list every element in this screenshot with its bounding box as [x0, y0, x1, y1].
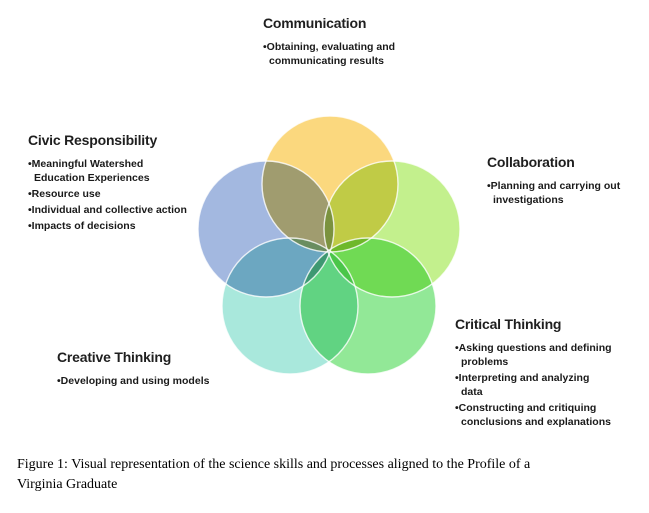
bullet-list-collaboration: •Planning and carrying out investigation…	[487, 179, 649, 207]
bullet-item: •Impacts of decisions	[28, 220, 136, 232]
node-title-creative-thinking: Creative Thinking	[57, 349, 172, 365]
label-critical-thinking: Critical Thinking •Asking questions and …	[455, 315, 643, 431]
node-title-collaboration: Collaboration	[487, 154, 575, 170]
bullet-item: •Developing and using models	[57, 375, 210, 387]
label-civic-responsibility: Civic Responsibility •Meaningful Watersh…	[28, 131, 223, 235]
bullet-list-communication: •Obtaining, evaluating and communicating…	[263, 40, 448, 68]
bullet-list-civic-responsibility: •Meaningful Watershed Education Experien…	[28, 157, 223, 233]
label-creative-thinking: Creative Thinking •Developing and using …	[57, 348, 262, 390]
bullet-item: •Obtaining, evaluating and communicating…	[263, 41, 396, 67]
bullet-item: •Asking questions and defining problems	[455, 342, 612, 368]
bullet-item: •Meaningful Watershed Education Experien…	[28, 158, 150, 184]
label-collaboration: Collaboration •Planning and carrying out…	[487, 153, 649, 209]
circle-civic-responsibility-outline	[197, 160, 335, 298]
bullet-item: •Planning and carrying out investigation…	[487, 180, 621, 206]
circle-critical-thinking-outline	[299, 237, 437, 375]
bullet-item: •Individual and collective action	[28, 204, 187, 216]
node-title-civic-responsibility: Civic Responsibility	[28, 132, 158, 148]
figure-caption: Figure 1: Visual representation of the s…	[17, 457, 531, 492]
node-title-critical-thinking: Critical Thinking	[455, 316, 562, 332]
bullet-item: •Constructing and critiquing conclusions…	[455, 402, 611, 428]
venn-fills	[198, 116, 460, 374]
circle-collaboration-outline	[323, 160, 461, 298]
venn-outlines	[197, 115, 461, 375]
bullet-list-creative-thinking: •Developing and using models	[57, 374, 262, 388]
bullet-item: •Resource use	[28, 188, 101, 200]
bullet-list-critical-thinking: •Asking questions and defining problems …	[455, 341, 643, 429]
node-title-communication: Communication	[263, 15, 367, 31]
circle-creative-thinking-outline	[221, 237, 359, 375]
label-communication: Communication •Obtaining, evaluating and…	[263, 14, 448, 70]
circle-civic-responsibility	[198, 161, 334, 297]
bullet-item: •Interpreting and analyzing data	[455, 372, 590, 398]
